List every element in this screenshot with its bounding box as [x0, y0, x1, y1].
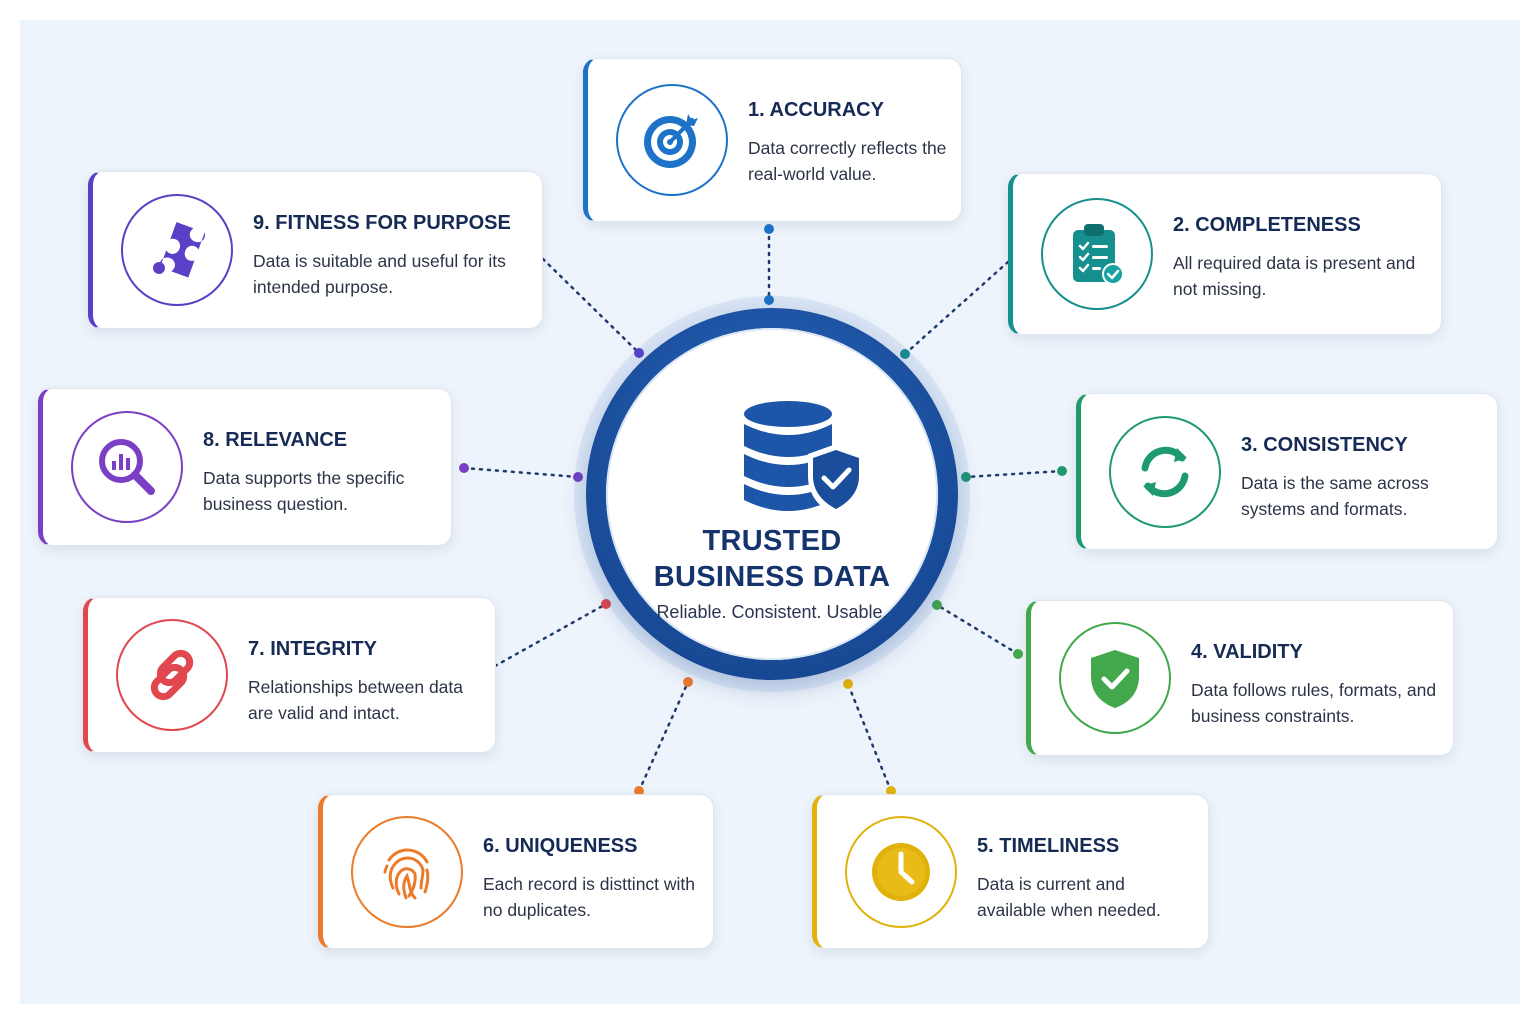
card-description: Data supports the specific business ques…: [203, 468, 405, 514]
card-completeness: 2. COMPLETENESS All required data is pre…: [1008, 173, 1442, 335]
central-hub: TRUSTED BUSINESS DATA Reliable. Consiste…: [586, 308, 958, 680]
card-title: 7. INTEGRITY: [248, 638, 377, 660]
card-title: 1. ACCURACY: [748, 99, 884, 121]
card-relevance: 8. RELEVANCE Data supports the specific …: [38, 388, 452, 546]
card-description: Each record is disttinct with no duplica…: [483, 874, 696, 920]
connector-integrity: [493, 599, 611, 668]
target-icon: [616, 84, 728, 196]
card-consistency: 3. CONSISTENCY Data is the same across s…: [1076, 393, 1498, 550]
card-title: 8. RELEVANCE: [203, 429, 348, 451]
shield-check-icon: [1059, 622, 1171, 734]
card-title: 3. CONSISTENCY: [1241, 434, 1408, 456]
fingerprint-icon: [351, 815, 463, 928]
card-timeliness: 5. TIMELINESS Data is current and availa…: [812, 794, 1209, 949]
card-title: 9. FITNESS FOR PURPOSE: [253, 212, 511, 234]
clipboard-checklist-icon: [1041, 198, 1153, 310]
connector-timeliness: [843, 679, 896, 796]
card-description: Data follows rules, formats, and busines…: [1191, 680, 1437, 726]
card-accuracy: 1. ACCURACY Data correctly reflects the …: [583, 58, 962, 222]
card-validity: 4. VALIDITY Data follows rules, formats,…: [1026, 600, 1454, 756]
card-title: 2. COMPLETENESS: [1173, 214, 1361, 236]
card-title: 4. VALIDITY: [1191, 641, 1303, 663]
clock-icon: [845, 815, 957, 928]
magnifier-chart-icon: [71, 411, 183, 523]
card-description: Relationships between data are valid and…: [248, 677, 464, 723]
central-hub-inner: TRUSTED BUSINESS DATA Reliable. Consiste…: [606, 328, 938, 660]
connector-completeness: [900, 260, 1010, 359]
card-description: Data is suitable and useful for its inte…: [253, 251, 506, 297]
connector-validity: [932, 600, 1023, 659]
card-integrity: 7. INTEGRITY Relationships between data …: [83, 597, 496, 753]
card-title: 6. UNIQUENESS: [483, 835, 638, 857]
hub-title-line1: TRUSTED: [702, 525, 842, 557]
puzzle-piece-icon: [121, 194, 233, 306]
connector-uniqueness: [634, 677, 693, 796]
card-description: Data is the same across systems and form…: [1241, 473, 1429, 519]
card-description: All required data is present and not mis…: [1173, 253, 1416, 299]
card-description: Data is current and available when neede…: [977, 874, 1161, 920]
hub-subtitle: Reliable. Consistent. Usable.: [656, 602, 888, 622]
database-shield-icon: [744, 401, 864, 516]
connector-relevance: [459, 463, 583, 482]
card-fitness-for-purpose: 9. FITNESS FOR PURPOSE Data is suitable …: [88, 171, 543, 329]
hub-title: TRUSTED BUSINESS DATA: [606, 523, 938, 595]
connector-fitness: [541, 257, 644, 358]
card-uniqueness: 6. UNIQUENESS Each record is disttinct w…: [318, 794, 714, 949]
chain-link-icon: [116, 619, 228, 731]
card-title: 5. TIMELINESS: [977, 835, 1120, 857]
connector-accuracy: [764, 224, 774, 305]
hub-title-line2: BUSINESS DATA: [653, 561, 891, 593]
card-description: Data correctly reflects the real-world v…: [748, 138, 947, 184]
sync-arrows-icon: [1109, 415, 1221, 528]
connector-consistency: [961, 466, 1067, 482]
